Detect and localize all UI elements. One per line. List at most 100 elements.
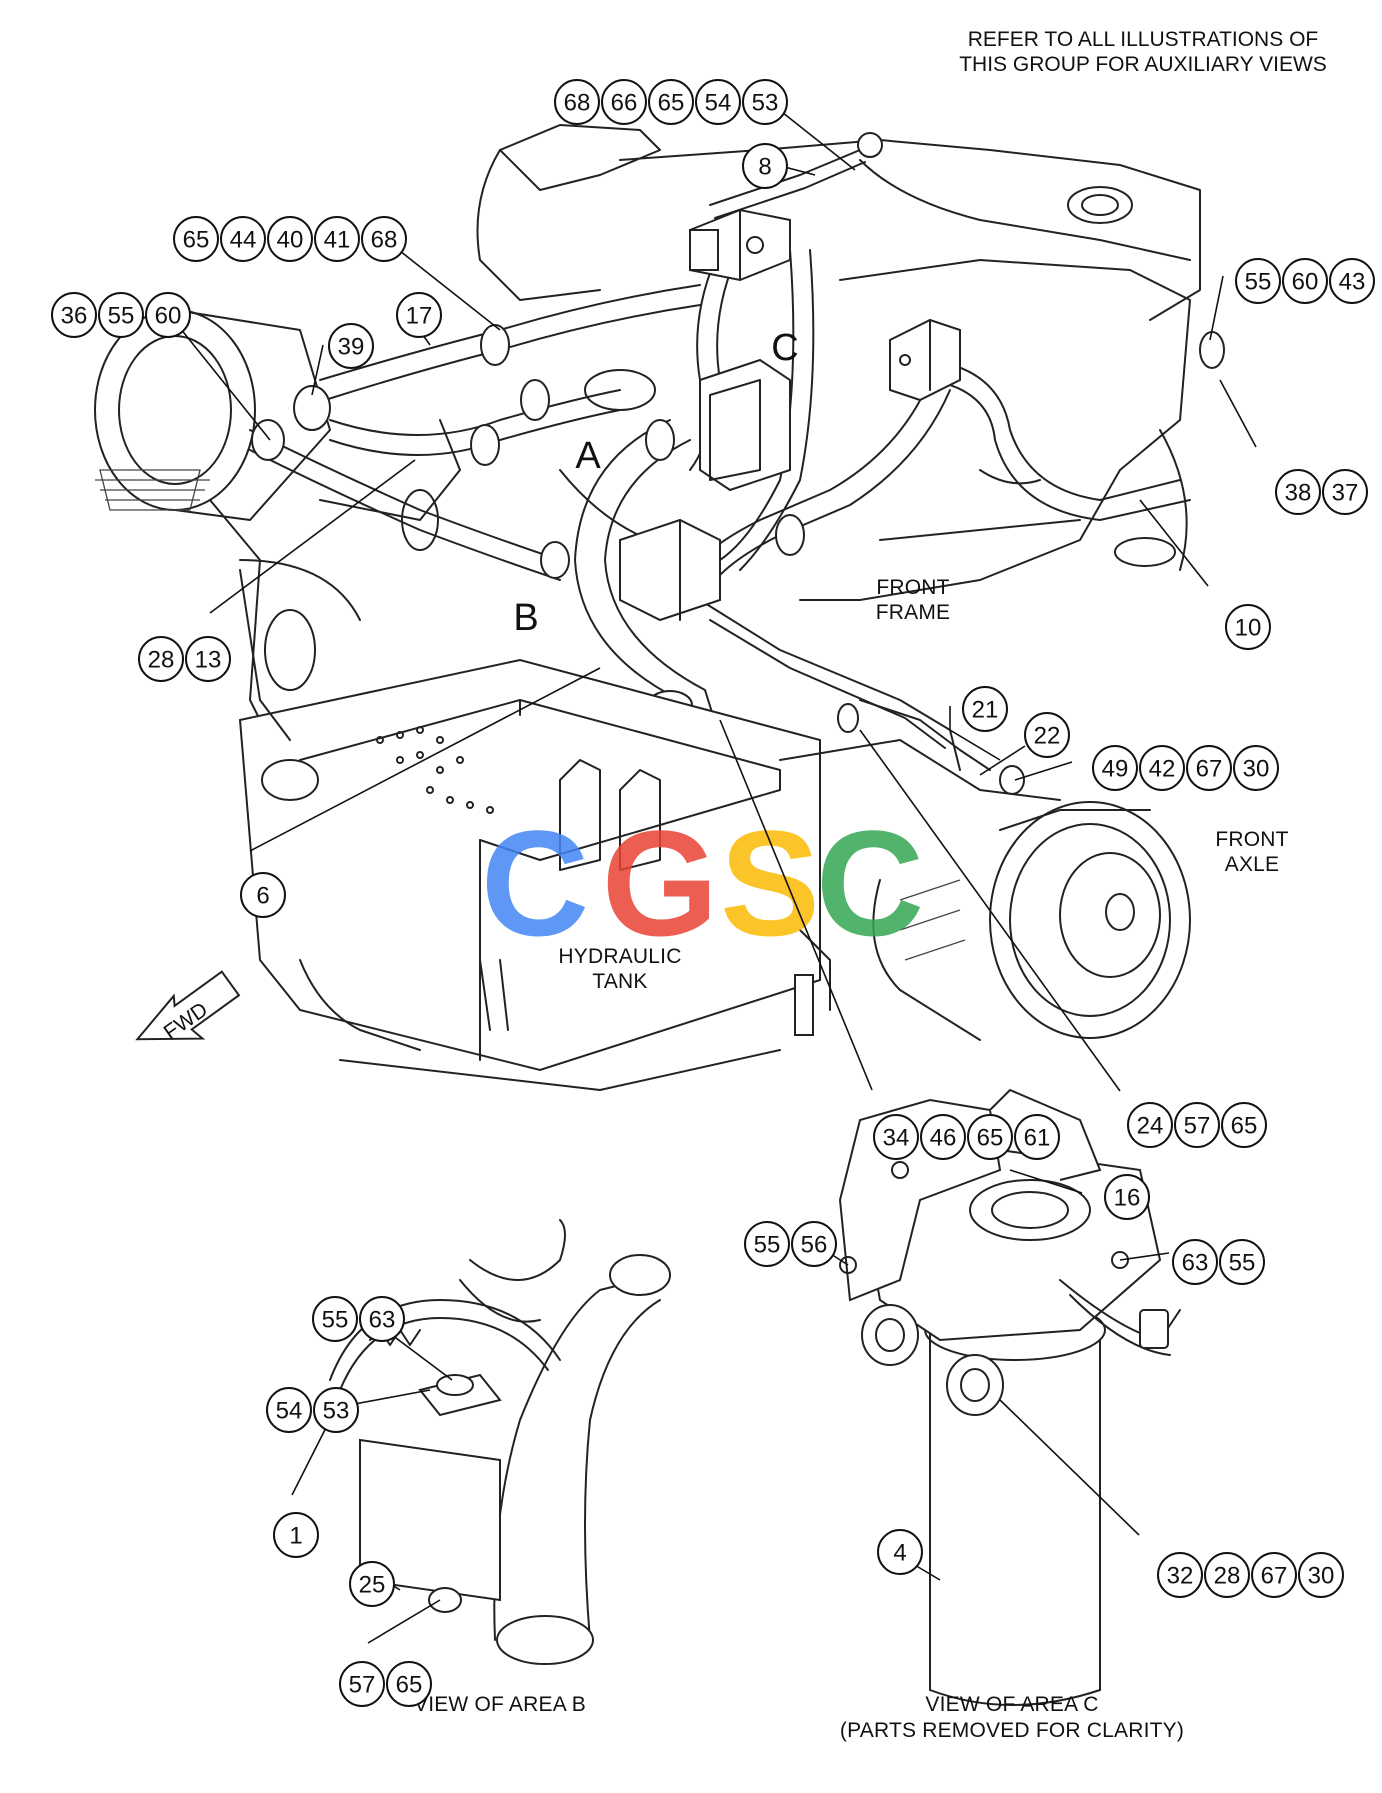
callout-circle	[1233, 745, 1279, 791]
callout-circle	[967, 1114, 1013, 1160]
callout-circle	[1172, 1239, 1218, 1285]
callout-number: 68	[564, 90, 591, 117]
callout-number: 10	[1235, 615, 1262, 642]
callout-number: 1	[289, 1523, 302, 1550]
callout-group: 4	[877, 1529, 923, 1575]
callout-circle	[185, 636, 231, 682]
callout-circle	[877, 1529, 923, 1575]
callout-circle	[1157, 1552, 1203, 1598]
callout-group: 55 63	[312, 1296, 405, 1342]
area-letter-c: C	[771, 327, 798, 369]
callout-circle	[138, 636, 184, 682]
callout-number: 41	[324, 227, 351, 254]
callout-number: 39	[338, 334, 365, 361]
callout-number: 30	[1243, 756, 1270, 783]
callout-number: 4	[893, 1540, 906, 1567]
callout-number: 17	[406, 303, 433, 330]
callout-circle	[359, 1296, 405, 1342]
callout-circle	[312, 1296, 358, 1342]
callout-number: 54	[705, 90, 732, 117]
callout-circle	[1139, 745, 1185, 791]
callout-number: 6	[256, 883, 269, 910]
callout-number: 61	[1024, 1125, 1051, 1152]
callout-circle	[742, 143, 788, 189]
callout-circle	[273, 1512, 319, 1558]
callout-number: 60	[155, 303, 182, 330]
callout-circle	[51, 292, 97, 338]
callout-group: 8	[742, 143, 788, 189]
callout-circle	[1282, 258, 1328, 304]
callout-circle	[1275, 469, 1321, 515]
callout-number: 21	[972, 697, 999, 724]
callout-number: 63	[1182, 1250, 1209, 1277]
callout-circle	[1204, 1552, 1250, 1598]
callout-circle	[349, 1561, 395, 1607]
callout-number: 65	[658, 90, 685, 117]
callout-group: 21	[962, 686, 1008, 732]
refer-note: REFER TO ALL ILLUSTRATIONS OF THIS GROUP…	[959, 28, 1327, 76]
watermark-letter-s: S	[720, 799, 820, 967]
callout-number: 36	[61, 303, 88, 330]
callout-number: 55	[322, 1307, 349, 1334]
callout-number: 25	[359, 1572, 386, 1599]
callout-circle	[742, 79, 788, 125]
callout-circle	[1219, 1239, 1265, 1285]
callout-circle	[220, 216, 266, 262]
callout-circle	[1221, 1102, 1267, 1148]
callout-circle	[1298, 1552, 1344, 1598]
callout-group: 16	[1104, 1174, 1150, 1220]
callout-group: 6	[240, 872, 286, 918]
hydraulic-tank-label-2: TANK	[592, 970, 647, 993]
main-assembly-drawing	[94, 124, 1225, 1091]
callout-number: 67	[1261, 1563, 1288, 1590]
callout-circle	[1329, 258, 1375, 304]
refer-note-line-1: REFER TO ALL ILLUSTRATIONS OF	[968, 28, 1318, 51]
callout-circle	[266, 1387, 312, 1433]
callout-number: 55	[1245, 269, 1272, 296]
front-axle-label-2: AXLE	[1225, 853, 1280, 876]
view-area-c-caption-2: (PARTS REMOVED FOR CLARITY)	[840, 1719, 1184, 1742]
callout-circle	[267, 216, 313, 262]
callout-number: 30	[1308, 1563, 1335, 1590]
callout-circle	[145, 292, 191, 338]
front-axle-label-1: FRONT	[1215, 828, 1288, 851]
callout-circle	[361, 216, 407, 262]
callout-circle	[873, 1114, 919, 1160]
callout-circle	[962, 686, 1008, 732]
front-frame-label: FRONT FRAME	[876, 576, 951, 624]
callout-number: 24	[1137, 1113, 1164, 1140]
callout-number: 57	[349, 1672, 376, 1699]
callout-number: 40	[277, 227, 304, 254]
front-frame-label-2: FRAME	[876, 601, 951, 624]
callout-circle	[1092, 745, 1138, 791]
callout-circle	[920, 1114, 966, 1160]
callout-group: 25	[349, 1561, 395, 1607]
callout-number: 67	[1196, 756, 1223, 783]
callout-number: 22	[1034, 723, 1061, 750]
callout-group: 22	[1024, 712, 1070, 758]
callout-number: 55	[1229, 1250, 1256, 1277]
callout-number: 63	[369, 1307, 396, 1334]
callout-circle	[314, 216, 360, 262]
callout-circle	[1225, 604, 1271, 650]
callout-group: 63 55	[1172, 1239, 1265, 1285]
callout-circle	[695, 79, 741, 125]
callout-number: 43	[1339, 269, 1366, 296]
callout-circle	[1024, 712, 1070, 758]
view-area-b-caption: VIEW OF AREA B	[414, 1693, 586, 1716]
callout-circle	[1014, 1114, 1060, 1160]
watermark-letter-c: C	[481, 799, 589, 967]
callout-number: 46	[930, 1125, 957, 1152]
callout-group: 1	[273, 1512, 319, 1558]
